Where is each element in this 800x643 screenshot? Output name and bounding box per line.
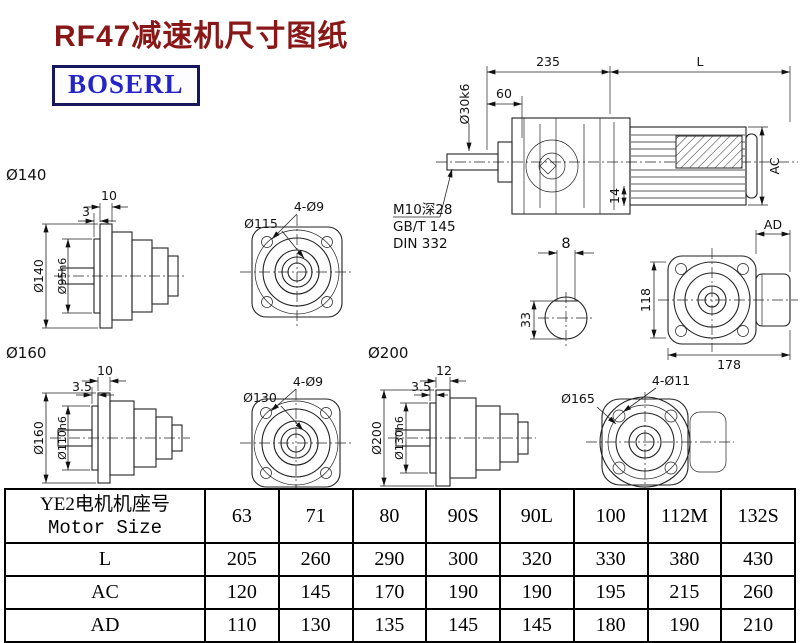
dim-flange160-thickness: 10 (97, 363, 113, 378)
dim-flange140-spigot: 3 (82, 204, 90, 219)
cell-AC-3: 190 (425, 575, 501, 610)
cell-L-3: 300 (425, 542, 501, 577)
cell-L-2: 290 (351, 542, 428, 577)
cell-AC-7: 260 (720, 575, 796, 610)
cell-AC-5: 195 (572, 575, 649, 610)
label-flange140: Ø140 (6, 166, 46, 184)
dim-235: 235 (536, 54, 560, 69)
cell-AD-6: 190 (646, 608, 723, 643)
cell-AD-1: 130 (277, 608, 354, 643)
motor-size-label-en: Motor Size (47, 517, 163, 540)
dim-118: 118 (638, 288, 653, 312)
dim-flange165-bcd: Ø165 (561, 391, 595, 406)
size-col-0: 63 (204, 488, 280, 544)
dim-flange165-holes: 4-Ø11 (652, 373, 690, 388)
dim-flange160-pilot: Ø110h6 (56, 416, 69, 460)
row-label-AC: AC (4, 575, 206, 610)
flange160-side-view: Ø160 10 3.5 Ø160 Ø110h6 (6, 344, 190, 484)
note-gb-standard: GB/T 145 (393, 219, 456, 235)
size-col-6: 112M (646, 488, 723, 544)
cell-L-1: 260 (277, 542, 354, 577)
table-header-row: YE2电机机座号 Motor Size 63 71 80 90S 90L 100… (4, 488, 796, 544)
cell-AD-0: 110 (204, 608, 280, 643)
size-col-4: 90L (499, 488, 575, 544)
dim-flange115-holes: 4-Ø9 (294, 199, 324, 214)
cell-AC-0: 120 (204, 575, 280, 610)
dim-flange160-od: Ø160 (31, 421, 46, 455)
page-title: RF47减速机尺寸图纸 (54, 20, 349, 53)
cell-L-0: 205 (204, 542, 280, 577)
flange200-side-view: Ø200 12 3.5 Ø200 Ø130h6 (368, 344, 536, 487)
dim-flange200-pilot: Ø130h6 (393, 416, 406, 460)
dim-178: 178 (717, 357, 741, 372)
cell-L-6: 380 (646, 542, 723, 577)
table-row-L: L 205 260 290 300 320 330 380 430 (4, 542, 796, 577)
label-flange200: Ø200 (368, 344, 408, 362)
dim-60: 60 (496, 86, 512, 101)
cell-L-5: 330 (572, 542, 649, 577)
shaft-keyway-section: 8 33 (518, 236, 594, 346)
dim-flange140-thickness: 10 (101, 188, 117, 203)
dim-14: 14 (607, 188, 622, 204)
row-label-AD: AD (4, 608, 206, 643)
size-col-5: 100 (572, 488, 649, 544)
table-row-AD: AD 110 130 135 145 145 180 190 210 (4, 608, 796, 643)
size-col-2: 80 (351, 488, 428, 544)
cell-AD-3: 145 (425, 608, 501, 643)
boserl-logo: BOSERL (52, 65, 200, 106)
motor-rear-view: 118 178 AD (638, 217, 798, 372)
dim-AC: AC (767, 157, 782, 174)
cell-AD-5: 180 (572, 608, 649, 643)
assembly-side-view: 235 L 60 Ø30k6 AC 14 M10深28 GB/T 145 DIN… (393, 54, 798, 252)
size-col-1: 71 (277, 488, 354, 544)
cell-AC-6: 215 (646, 575, 723, 610)
dim-flange160-spigot: 3.5 (72, 379, 92, 394)
row-label-L: L (4, 542, 206, 577)
dim-flange130-bcd: Ø130 (243, 390, 277, 405)
boserl-logo-text: BOSERL (68, 69, 184, 99)
flange140-side-view: Ø140 10 3 Ø140 Ø95h6 (6, 166, 186, 329)
cell-AC-2: 170 (351, 575, 428, 610)
flange165-front-view: 4-Ø11 Ø165 (561, 373, 734, 494)
label-flange160: Ø160 (6, 344, 46, 362)
note-din-standard: DIN 332 (393, 236, 448, 252)
dim-keyway-height: 33 (518, 312, 533, 328)
note-thread: M10深28 (393, 202, 453, 218)
size-col-7: 132S (720, 488, 796, 544)
motor-size-header-cell: YE2电机机座号 Motor Size (4, 488, 206, 544)
cell-AC-4: 190 (499, 575, 575, 610)
motor-size-label-cn: YE2电机机座号 (40, 493, 170, 515)
dim-flange130-holes: 4-Ø9 (293, 374, 323, 389)
flange130-front-view: 4-Ø9 Ø130 (240, 374, 352, 497)
dim-L: L (697, 54, 704, 69)
dim-AD: AD (764, 217, 782, 232)
table-row-AC: AC 120 145 170 190 190 195 215 260 (4, 575, 796, 610)
dim-flange115-bcd: Ø115 (244, 216, 278, 231)
dim-flange140-od: Ø140 (31, 259, 46, 293)
dim-key-width: 8 (561, 236, 570, 252)
dim-flange200-spigot: 3.5 (411, 379, 431, 394)
cell-L-7: 430 (720, 542, 796, 577)
dim-flange200-od: Ø200 (369, 421, 384, 455)
cell-AC-1: 145 (277, 575, 354, 610)
cell-L-4: 320 (499, 542, 575, 577)
dim-flange200-thickness: 12 (436, 363, 452, 378)
motor-dimension-table: YE2电机机座号 Motor Size 63 71 80 90S 90L 100… (4, 488, 796, 643)
flange115-front-view: 4-Ø9 Ø115 (240, 199, 354, 329)
cell-AD-2: 135 (351, 608, 428, 643)
dim-shaft-diameter: Ø30k6 (457, 83, 472, 124)
size-col-3: 90S (425, 488, 501, 544)
cell-AD-4: 145 (499, 608, 575, 643)
dim-flange140-pilot: Ø95h6 (56, 258, 69, 295)
cell-AD-7: 210 (720, 608, 796, 643)
